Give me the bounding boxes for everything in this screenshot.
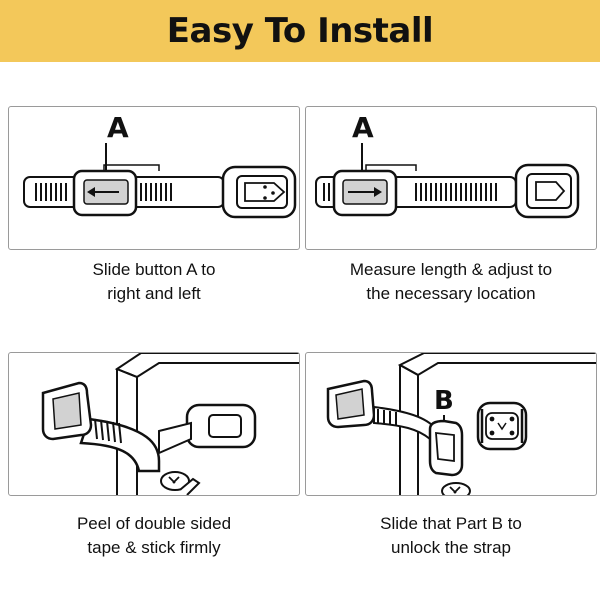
marker-b-label: B bbox=[434, 386, 454, 416]
step-3-illustration bbox=[8, 352, 300, 496]
step-4-illustration: B bbox=[305, 352, 597, 496]
step-1-caption-line-1: Slide button A to bbox=[92, 260, 216, 279]
page-title: Easy To Install bbox=[166, 11, 434, 51]
marker-a-label: A bbox=[107, 111, 129, 144]
step-3-caption-line-2: tape & stick firmly bbox=[87, 538, 221, 557]
step-2-caption-line-1: Measure length & adjust to bbox=[349, 260, 553, 279]
marker-a-label: A bbox=[352, 111, 374, 144]
step-1-caption: Slide button A to right and left bbox=[8, 258, 300, 306]
step-1-caption-line-2: right and left bbox=[107, 284, 201, 303]
step-2-illustration: A bbox=[305, 106, 597, 250]
step-4-caption-line-1: Slide that Part B to bbox=[380, 514, 522, 533]
step-4-caption-line-2: unlock the strap bbox=[390, 538, 511, 557]
step-3-caption-line-1: Peel of double sided bbox=[76, 514, 232, 533]
part-b-unlock-diagram: B bbox=[326, 353, 596, 495]
step-3-caption: Peel of double sided tape & stick firmly bbox=[8, 512, 300, 560]
adhesive-mount-diagram bbox=[41, 353, 299, 495]
step-1-illustration: A bbox=[8, 106, 300, 250]
header-banner: Easy To Install bbox=[0, 0, 600, 62]
step-2-caption-line-2: the necessary location bbox=[366, 284, 536, 303]
strap-adjust-diagram: A bbox=[315, 111, 580, 219]
step-4-caption: Slide that Part B to unlock the strap bbox=[305, 512, 597, 560]
strap-slide-diagram: A bbox=[23, 111, 297, 219]
step-2-caption: Measure length & adjust to the necessary… bbox=[305, 258, 597, 306]
